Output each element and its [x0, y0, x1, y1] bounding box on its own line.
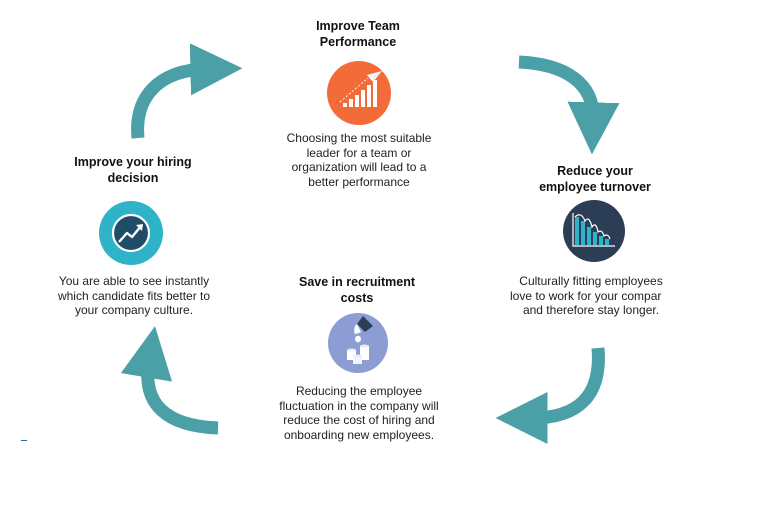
- stage-bottom-desc-line: reduce the cost of hiring and: [283, 413, 435, 427]
- hand-dropping-coin-icon: [328, 313, 388, 373]
- arrow-bottom-to-left: [120, 326, 219, 435]
- stage-right-desc-line: Culturally fitting employees: [519, 274, 663, 288]
- declining-bar-chart-icon: [563, 200, 625, 262]
- stage-top-desc-line: leader for a team or: [306, 145, 412, 160]
- stage-left-desc-line: your company culture.: [74, 303, 194, 317]
- stage-bottom-desc-line: Reducing the employee: [295, 384, 423, 398]
- stage-bottom-description: Reducing the employee fluctuation in the…: [258, 384, 460, 446]
- stage-right-title: Reduce your employee turnover: [520, 163, 670, 195]
- arrow-top-to-right: [518, 55, 620, 155]
- stage-bottom-desc-line: onboarding new employees.: [283, 427, 435, 442]
- stage-left-description: You are able to see instantly which cand…: [40, 274, 228, 318]
- decorative-mark: [21, 440, 27, 441]
- growth-bar-chart-with-paper-plane-icon: [327, 61, 391, 125]
- stage-right-title-line: Reduce your: [557, 164, 633, 178]
- arrow-left-to-top: [131, 43, 243, 139]
- stage-top-title-line: Performance: [319, 35, 397, 49]
- arrow-right-to-bottom: [495, 347, 605, 444]
- stage-left-desc-line: which candidate fits better to: [57, 288, 211, 303]
- stage-top-description: Choosing the most suitable leader for a …: [268, 131, 450, 189]
- stage-right-title-line: employee turnover: [539, 180, 651, 194]
- stage-top-title: Improve Team Performance: [283, 18, 433, 50]
- stage-top-desc-line: better performance: [308, 174, 410, 189]
- stage-bottom-title-line: costs: [340, 291, 374, 305]
- trend-line-up-icon: [99, 201, 163, 265]
- stage-left-title-line: Improve your hiring: [74, 155, 192, 169]
- stage-right-desc-line: and therefore stay longer.: [522, 303, 660, 317]
- stage-left-title-line: decision: [107, 171, 159, 185]
- stage-right-description: Culturally fitting employees love to wor…: [508, 274, 674, 318]
- stage-top-desc-line: Choosing the most suitable: [286, 131, 432, 145]
- stage-right-desc-line: love to work for your compar: [510, 288, 662, 303]
- stage-bottom-desc-line: fluctuation in the company will: [279, 398, 439, 413]
- stage-top-desc-line: organization will lead to a: [291, 160, 427, 174]
- stage-bottom-title-line: Save in recruitment: [298, 275, 415, 289]
- stage-left-desc-line: You are able to see instantly: [58, 274, 210, 288]
- stage-left-title: Improve your hiring decision: [58, 154, 208, 186]
- stage-top-title-line: Improve Team: [316, 19, 400, 33]
- stage-bottom-title: Save in recruitment costs: [282, 274, 432, 306]
